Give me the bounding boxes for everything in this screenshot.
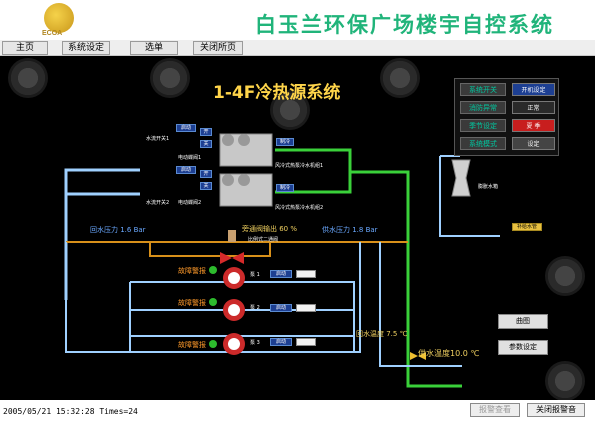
- system-switch-value[interactable]: 开机设定: [512, 83, 555, 96]
- logo-text: ECOA: [42, 30, 63, 37]
- season-value[interactable]: 夏 季: [512, 119, 555, 132]
- chiller-unit-label: 风冷式热泵冷水机组1: [275, 163, 324, 169]
- menu-select-button[interactable]: 选单: [130, 41, 178, 55]
- return-temp-readout: 回水温度 7.5 ℃: [356, 330, 408, 338]
- decor-gear-icon: [150, 58, 190, 98]
- menu-home-button[interactable]: 主页: [2, 41, 48, 55]
- chiller2-close-button[interactable]: 关: [200, 182, 212, 190]
- flow-switch-label: 水流开关1: [146, 136, 170, 142]
- chiller-unit-label: 风冷式热泵冷水机组2: [275, 205, 324, 211]
- pump1-fault-label: 故障警报: [178, 267, 206, 275]
- pump2-status-box: [296, 304, 316, 312]
- decor-gear-icon: [380, 58, 420, 98]
- pump2-name: 泵 2: [250, 305, 260, 311]
- chiller2-open-button[interactable]: 开: [200, 170, 212, 178]
- season-label: 季节设定: [460, 119, 506, 132]
- logo-icon: [44, 3, 74, 33]
- supply-temp-readout: 供水温度10.0 ℃: [418, 349, 480, 358]
- menu-close-page-button[interactable]: 关闭所页: [193, 41, 243, 55]
- pump1-start-button[interactable]: 启动: [270, 270, 292, 278]
- app-title: 白玉兰环保广场楼宇自控系统: [255, 12, 554, 37]
- pump1-name: 泵 1: [250, 272, 260, 278]
- chiller1-close-button[interactable]: 关: [200, 140, 212, 148]
- pump3-status-box: [296, 338, 316, 346]
- decor-gear-icon: [270, 90, 310, 130]
- decor-gear-icon: [8, 58, 48, 98]
- trend-chart-button[interactable]: 曲图: [498, 314, 548, 329]
- status-text: 2005/05/21 15:32:28 Times=24: [3, 407, 138, 416]
- flow-switch-label: 水流开关2: [146, 200, 170, 206]
- chiller1-mode-tag: 制冷: [276, 138, 294, 146]
- bypass-output-readout: 旁通阀输出 60 %: [242, 225, 298, 233]
- mode-label: 系统模式: [460, 137, 506, 150]
- pipe-network: [64, 133, 500, 388]
- return-pressure-readout: 回水压力 1.6 Bar: [90, 226, 146, 234]
- system-title: 1-4F冷热源系统: [213, 83, 341, 103]
- system-status-panel: 系统开关 开机设定 消防异常 正常 季节设定 夏 季 系统模式 设定: [454, 78, 559, 156]
- hvac-diagram: 1-4F冷热源系统 系统开关 开机设定 消防异常 正常 季节设定 夏 季 系统模…: [0, 56, 595, 400]
- chiller1-open-button[interactable]: 开: [200, 128, 212, 136]
- valve-label: 电动蝶阀2: [178, 200, 202, 206]
- bypass-valve-label: 比例式二通阀: [248, 237, 279, 243]
- decor-gear-icon: [545, 361, 585, 400]
- menu-settings-button[interactable]: 系统设定: [62, 41, 110, 55]
- fire-alarm-label: 消防异常: [460, 101, 506, 114]
- pump3-fault-label: 故障警报: [178, 341, 206, 349]
- menu-bar: 主页 系统设定 选单 关闭所页: [0, 40, 595, 56]
- parameter-settings-button[interactable]: 参数设定: [498, 340, 548, 355]
- pump1-status-box: [296, 270, 316, 278]
- app-header: ECOA 白玉兰环保广场楼宇自控系统: [0, 0, 595, 40]
- pump3-name: 泵 3: [250, 340, 260, 346]
- chiller2-start-button[interactable]: 启动: [176, 166, 196, 174]
- pump2-fault-label: 故障警报: [178, 299, 206, 307]
- pump2-start-button[interactable]: 启动: [270, 304, 292, 312]
- expansion-tank-label: 膨胀水箱: [478, 184, 499, 190]
- makeup-water-tag: 补给水管: [512, 223, 542, 231]
- pump3-start-button[interactable]: 启动: [270, 338, 292, 346]
- fire-alarm-value: 正常: [512, 101, 555, 114]
- system-switch-label: 系统开关: [460, 83, 506, 96]
- chiller2-mode-tag: 制冷: [276, 184, 294, 192]
- view-alarm-button[interactable]: 报警查看: [470, 403, 520, 417]
- chiller1-start-button[interactable]: 启动: [176, 124, 196, 132]
- mute-alarm-button[interactable]: 关闭报警音: [527, 403, 585, 417]
- supply-pressure-readout: 供水压力 1.8 Bar: [322, 226, 378, 234]
- valve-label: 电动蝶阀1: [178, 155, 202, 161]
- decor-gear-icon: [545, 256, 585, 296]
- status-footer: 2005/05/21 15:32:28 Times=24 报警查看 关闭报警音: [0, 400, 595, 446]
- mode-value[interactable]: 设定: [512, 137, 555, 150]
